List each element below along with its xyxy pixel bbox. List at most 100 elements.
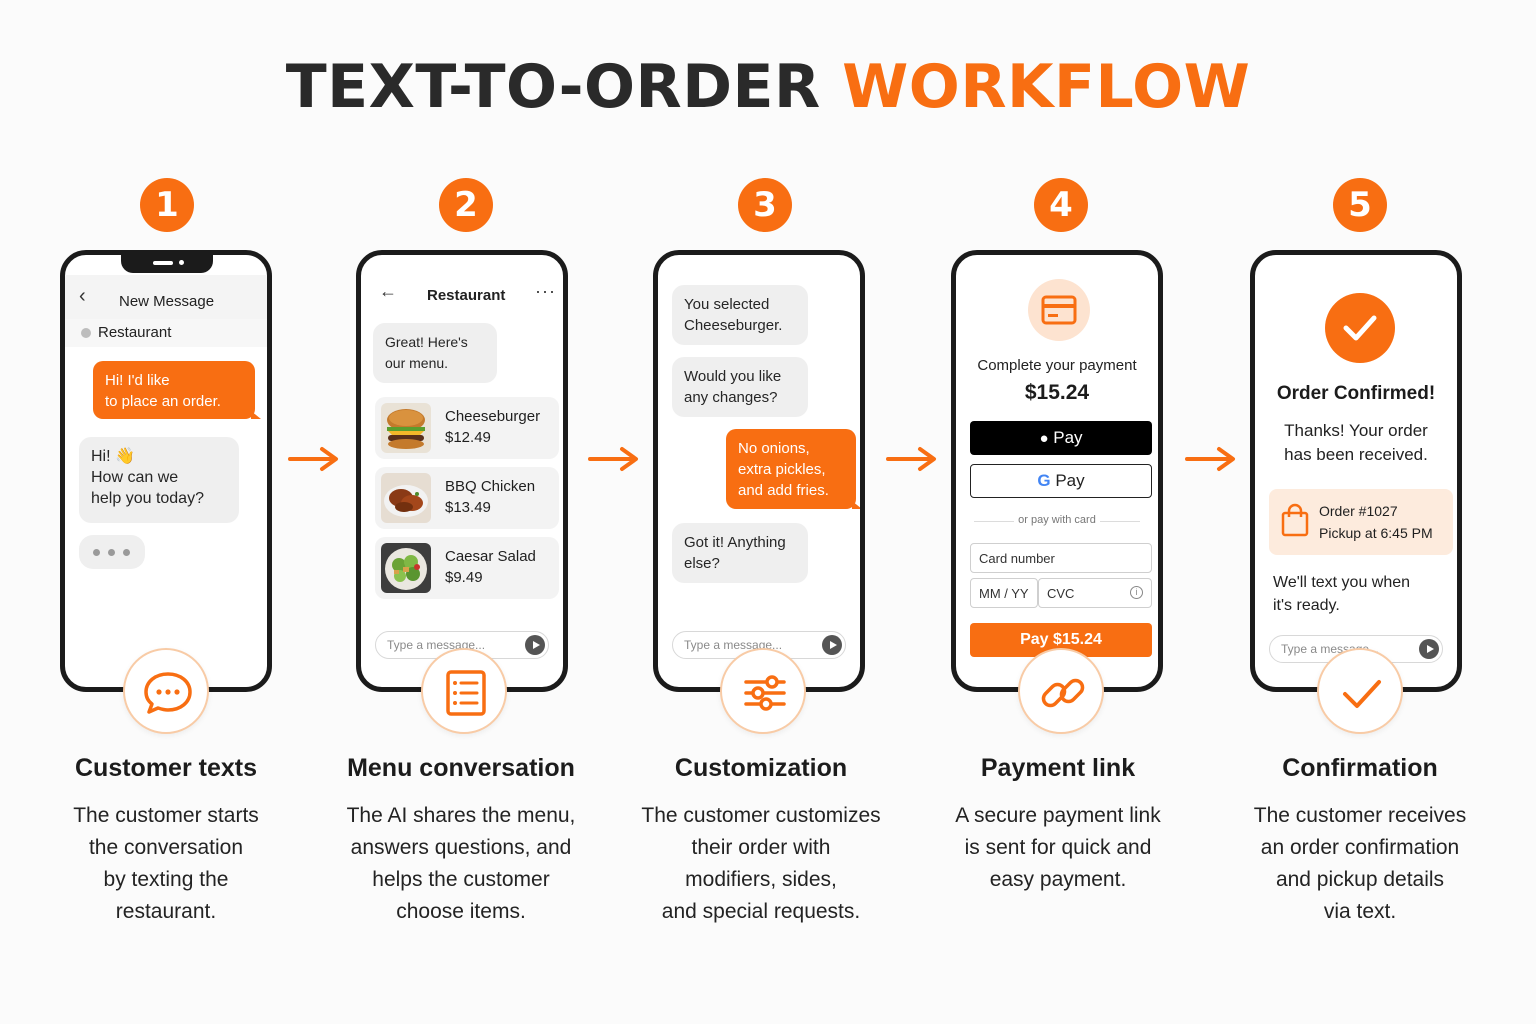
incoming-bubble: Hi! 👋 How can we help you today? <box>79 437 239 523</box>
phone-notch <box>121 255 213 273</box>
bubble-line: Great! Here's <box>385 334 468 350</box>
thanks-line: has been received. <box>1284 445 1428 464</box>
outgoing-bubble: Hi! I'd like to place an order. <box>93 361 261 419</box>
menu-item-name: BBQ Chicken <box>445 478 536 495</box>
apple-pay-button[interactable]: ● Pay <box>970 421 1152 455</box>
send-icon[interactable] <box>822 635 842 655</box>
step-number-1: 1 <box>140 178 194 232</box>
info-icon[interactable]: i <box>1130 586 1143 599</box>
arrow-right-icon <box>588 447 638 471</box>
step-2-badge <box>421 648 507 734</box>
phone-step-4: Complete your payment $15.24 ● Pay G Pay… <box>951 250 1163 692</box>
message-input[interactable]: Type a message... <box>672 631 846 659</box>
bubble-line: to place an order. <box>105 393 221 410</box>
apple-logo-icon: ● <box>1039 430 1049 447</box>
outgoing-bubble: No onions, extra pickles, and add fries. <box>726 429 860 509</box>
step-description-5: The customer receives an order confirmat… <box>1215 800 1505 928</box>
card-divider-text: or pay with card <box>1018 514 1096 526</box>
description-line: an order confirmation <box>1260 836 1460 859</box>
divider-line <box>1100 521 1140 522</box>
bubble-line: and add fries. <box>738 482 829 499</box>
arrow-right-icon <box>886 447 936 471</box>
bubble-line: How can we <box>91 469 179 486</box>
contact-row <box>65 319 267 347</box>
cvc-field[interactable]: CVC i <box>1038 578 1152 608</box>
step-4-badge <box>1018 648 1104 734</box>
phone-step-3: You selected Cheeseburger. Would you lik… <box>653 250 865 692</box>
cvc-label: CVC <box>1047 586 1075 601</box>
note-line: it's ready. <box>1273 597 1340 614</box>
description-line: the conversation <box>88 836 244 859</box>
bubble-line: our menu. <box>385 355 449 371</box>
step-1-badge <box>123 648 209 734</box>
google-logo-icon: G <box>1037 471 1051 490</box>
step-title-1: Customer texts <box>75 754 257 782</box>
contact-name: Restaurant <box>98 324 172 341</box>
pickup-time: Pickup at 6:45 PM <box>1319 525 1433 541</box>
more-options-icon[interactable]: ··· <box>535 281 556 301</box>
description-line: The customer starts <box>73 804 259 827</box>
header-title: New Message <box>119 293 215 310</box>
phone-step-5: Order Confirmed! Thanks! Your order has … <box>1250 250 1462 692</box>
step-title-3: Customization <box>674 754 848 782</box>
step-3-badge <box>720 648 806 734</box>
menu-item-cheeseburger[interactable]: Cheeseburger $12.49 <box>375 397 559 459</box>
description-line: their order with <box>691 836 831 859</box>
incoming-bubble: You selected Cheeseburger. <box>672 285 808 345</box>
bubble-line: Hi! 👋 <box>91 448 135 465</box>
menu-list-icon <box>446 670 486 716</box>
header-title: Restaurant <box>427 287 506 304</box>
step-number-2: 2 <box>439 178 493 232</box>
description-line: The AI shares the menu, <box>346 804 576 827</box>
title-accent: WORKFLOW <box>842 52 1251 122</box>
typing-indicator <box>79 535 145 569</box>
menu-item-name: Caesar Salad <box>445 548 536 565</box>
cheeseburger-image <box>381 403 431 453</box>
bubble-line: Would you like <box>684 368 782 385</box>
payment-amount: $15.24 <box>1024 381 1090 404</box>
send-icon[interactable] <box>1419 639 1439 659</box>
menu-item-caesar-salad[interactable]: Caesar Salad $9.49 <box>375 537 559 599</box>
page-title: TEXT-TO-ORDER WORKFLOW <box>0 52 1536 122</box>
description-line: answers questions, and <box>350 836 572 859</box>
bubble-line: Hi! I'd like <box>105 372 170 389</box>
payment-heading: Complete your payment <box>977 357 1137 374</box>
bubble-line: Cheeseburger. <box>684 317 783 334</box>
description-line: The customer customizes <box>641 804 881 827</box>
order-summary-card: Order #1027 Pickup at 6:45 PM <box>1269 489 1453 555</box>
note-line: We'll text you when <box>1273 574 1411 591</box>
description-line: is sent for quick and <box>964 836 1152 859</box>
sliders-icon <box>744 675 786 711</box>
bubble-line: You selected <box>684 296 770 313</box>
chat-bubble-icon <box>144 672 192 714</box>
back-chevron-icon[interactable]: ‹ <box>79 285 86 307</box>
expiry-field[interactable]: MM / YY <box>970 578 1038 608</box>
contact-dot-icon <box>81 328 91 338</box>
card-icon-circle <box>1028 279 1090 341</box>
step-description-1: The customer starts the conversation by … <box>21 800 311 928</box>
caesar-salad-image <box>381 543 431 593</box>
arrow-right-icon <box>1185 447 1235 471</box>
incoming-bubble: Great! Here's our menu. <box>373 323 497 383</box>
order-number: Order #1027 <box>1319 503 1398 519</box>
bubble-line: Got it! Anything <box>684 534 786 551</box>
ready-note: We'll text you when it's ready. <box>1273 571 1410 617</box>
back-arrow-icon[interactable]: ← <box>379 281 397 301</box>
checkmark-icon <box>1343 315 1377 341</box>
description-line: choose items. <box>396 900 526 923</box>
description-line: and special requests. <box>661 900 861 923</box>
bubble-line: help you today? <box>91 490 204 507</box>
thanks-line: Thanks! Your order <box>1284 421 1428 440</box>
step-number-3: 3 <box>738 178 792 232</box>
menu-item-bbq-chicken[interactable]: BBQ Chicken $13.49 <box>375 467 559 529</box>
send-icon[interactable] <box>525 635 545 655</box>
thanks-text: Thanks! Your order has been received. <box>1255 419 1457 467</box>
description-line: restaurant. <box>115 900 217 923</box>
divider-line <box>974 521 1014 522</box>
incoming-bubble: Got it! Anything else? <box>672 523 808 583</box>
google-pay-button[interactable]: G Pay <box>970 464 1152 498</box>
menu-item-price: $13.49 <box>445 499 491 516</box>
description-line: by texting the <box>103 868 229 891</box>
bubble-line: No onions, <box>738 440 810 457</box>
card-number-field[interactable]: Card number <box>970 543 1152 573</box>
